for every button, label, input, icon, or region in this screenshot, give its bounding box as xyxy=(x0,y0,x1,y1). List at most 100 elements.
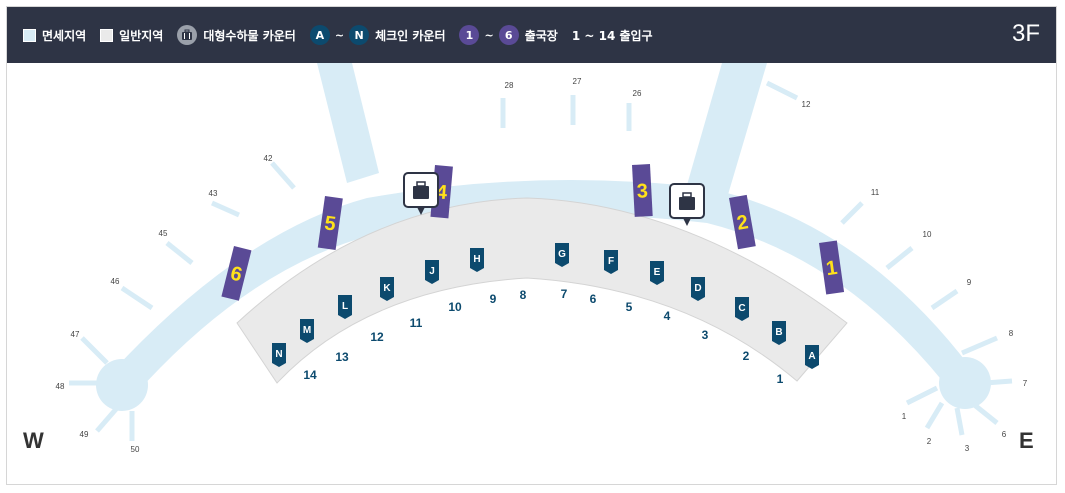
legend-departure-label: 출국장 xyxy=(524,28,558,43)
checkin-counter-label-D: D xyxy=(694,283,701,294)
legend-gates-label: 1 ~ 14 출입구 xyxy=(571,28,653,43)
entrance-6: 6 xyxy=(590,292,597,306)
legend-gates: 1 ~ 14 출입구 xyxy=(572,27,653,44)
checkin-counter-label-L: L xyxy=(342,301,348,312)
checkin-counter-label-F: F xyxy=(608,256,614,267)
oversized-baggage-marker-west[interactable] xyxy=(403,172,439,215)
checkin-counter-label-G: G xyxy=(558,249,566,260)
boarding-gate-12: 12 xyxy=(802,100,811,109)
checkin-counter-K[interactable]: K xyxy=(380,277,394,301)
entrance-1: 1 xyxy=(777,372,784,386)
entrance-5: 5 xyxy=(626,300,633,314)
departure-gate-5[interactable]: 5 xyxy=(317,196,343,250)
legend-general: 일반지역 xyxy=(100,27,163,44)
boarding-gate-43: 43 xyxy=(209,189,218,198)
boarding-gate-49: 49 xyxy=(80,430,89,439)
departure-gate-1[interactable]: 1 xyxy=(819,240,845,295)
legend-checkin-label: 체크인 카운터 xyxy=(375,28,446,43)
legend-duty-free: 면세지역 xyxy=(23,27,86,44)
floor-label: 3F xyxy=(1011,20,1040,47)
entrance-8: 8 xyxy=(520,288,527,302)
entrance-13: 13 xyxy=(335,350,349,364)
entrance-14: 14 xyxy=(303,368,317,382)
boarding-gate-27: 27 xyxy=(573,77,582,86)
checkin-counter-label-K: K xyxy=(383,283,391,294)
luggage-icon xyxy=(413,186,429,199)
boarding-gate-50: 50 xyxy=(131,445,140,454)
boarding-gate-47: 47 xyxy=(71,330,80,339)
legend-oversized-baggage-label: 대형수하물 카운터 xyxy=(203,28,296,43)
entrance-11: 11 xyxy=(410,316,423,330)
entrance-9: 9 xyxy=(490,292,497,306)
boarding-gate-11: 11 xyxy=(871,188,880,197)
checkin-counter-M[interactable]: M xyxy=(300,319,314,343)
entrance-12: 12 xyxy=(370,330,384,344)
checkin-counters: A B C D E F G H J K L M N xyxy=(272,243,819,369)
departure-gate-label-2: 2 xyxy=(735,211,750,235)
checkin-counter-N[interactable]: N xyxy=(272,343,286,367)
legend-oversized-baggage: 대형수하물 카운터 xyxy=(177,25,296,45)
boarding-gate-26: 26 xyxy=(633,89,642,98)
boarding-gate-2: 2 xyxy=(927,437,932,446)
checkin-counter-H[interactable]: H xyxy=(470,248,484,272)
legend-departure: 1 ~ 6 출국장 xyxy=(459,25,558,45)
entrance-3: 3 xyxy=(702,328,709,342)
east-label: E xyxy=(1019,428,1034,453)
departure-gate-2[interactable]: 2 xyxy=(729,194,756,250)
checkin-tilde: ~ xyxy=(334,28,345,42)
boarding-gate-10: 10 xyxy=(923,230,932,239)
duty-free-swatch xyxy=(23,28,36,42)
legend-duty-free-label: 면세지역 xyxy=(42,28,87,43)
checkin-counter-D[interactable]: D xyxy=(691,277,705,301)
checkin-counter-C[interactable]: C xyxy=(735,297,749,321)
checkin-counter-L[interactable]: L xyxy=(338,295,352,319)
checkin-counter-label-C: C xyxy=(738,303,745,314)
west-label: W xyxy=(23,428,44,453)
checkin-counter-J[interactable]: J xyxy=(425,260,439,284)
legend-checkin: A ~ N 체크인 카운터 xyxy=(309,25,446,45)
checkin-counter-label-A: A xyxy=(808,351,815,362)
boarding-gate-46: 46 xyxy=(111,277,120,286)
departure-gate-6[interactable]: 6 xyxy=(221,246,252,301)
boarding-gate-9: 9 xyxy=(967,278,972,287)
departure-gate-label-6: 6 xyxy=(228,262,244,286)
boarding-gate-8: 8 xyxy=(1009,329,1014,338)
luggage-icon xyxy=(679,197,695,210)
checkin-counter-label-B: B xyxy=(775,327,782,338)
departure-gate-3[interactable]: 3 xyxy=(632,164,653,217)
boarding-gate-28: 28 xyxy=(505,81,514,90)
boarding-gate-1: 1 xyxy=(902,412,907,421)
checkin-counter-F[interactable]: F xyxy=(604,250,618,274)
checkin-counter-A[interactable]: A xyxy=(805,345,819,369)
checkin-counter-B[interactable]: B xyxy=(772,321,786,345)
departure-to-badge: 6 xyxy=(498,25,519,45)
checkin-counter-E[interactable]: E xyxy=(650,261,664,285)
boarding-gate-7: 7 xyxy=(1023,379,1028,388)
landside-area xyxy=(236,197,848,384)
departure-gate-label-1: 1 xyxy=(825,257,839,280)
oversized-baggage-marker-east[interactable] xyxy=(669,183,705,226)
checkin-counter-G[interactable]: G xyxy=(555,243,569,267)
boarding-gate-45: 45 xyxy=(159,229,168,238)
luggage-icon xyxy=(177,25,198,45)
checkin-counter-label-E: E xyxy=(654,267,661,278)
checkin-counter-label-M: M xyxy=(303,325,311,336)
checkin-counter-label-J: J xyxy=(429,266,435,277)
boarding-gate-48: 48 xyxy=(56,382,65,391)
entrance-10: 10 xyxy=(448,300,462,314)
legend-general-label: 일반지역 xyxy=(119,28,164,43)
entrance-4: 4 xyxy=(664,309,671,323)
departure-gate-label-3: 3 xyxy=(636,180,648,203)
checkin-counter-label-N: N xyxy=(275,349,282,360)
departure-from-badge: 1 xyxy=(459,25,480,45)
general-swatch xyxy=(100,28,114,42)
entrance-7: 7 xyxy=(561,287,568,301)
boarding-gate-6: 6 xyxy=(1002,430,1007,439)
gate-stubs xyxy=(69,80,1013,441)
checkin-to-badge: N xyxy=(349,25,370,45)
